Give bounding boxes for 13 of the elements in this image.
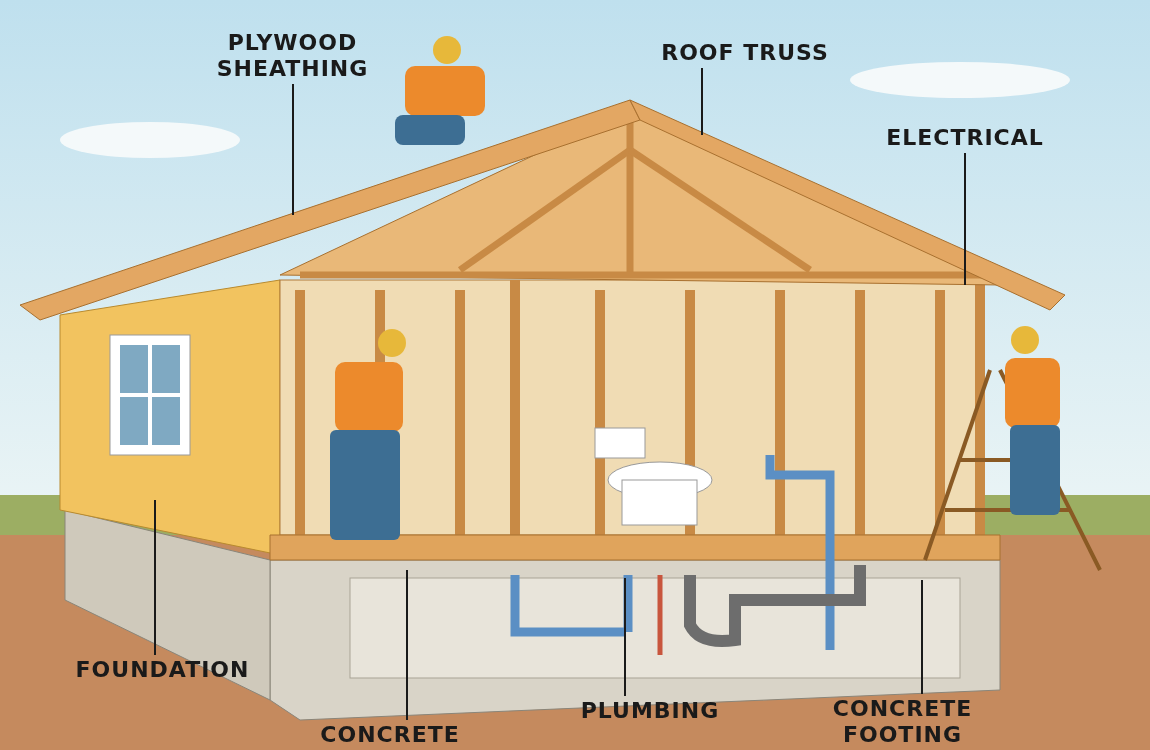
leader-line bbox=[624, 577, 626, 697]
leader-line bbox=[921, 579, 923, 695]
callout-label: ROOF TRUSS bbox=[620, 40, 870, 66]
callout-label: PLYWOOD SHEATHING bbox=[185, 30, 400, 82]
callout-label: FOUNDATION bbox=[40, 657, 285, 683]
callout-label: ELECTRICAL bbox=[850, 125, 1080, 151]
callout-label: PLUMBING bbox=[550, 698, 750, 724]
callout-label: CONCRETE bbox=[285, 722, 495, 748]
leader-line bbox=[964, 152, 966, 286]
callout-label: CONCRETE FOOTING bbox=[795, 696, 1010, 748]
leader-line bbox=[701, 67, 703, 136]
leader-line bbox=[292, 83, 294, 216]
leader-line bbox=[406, 569, 408, 721]
